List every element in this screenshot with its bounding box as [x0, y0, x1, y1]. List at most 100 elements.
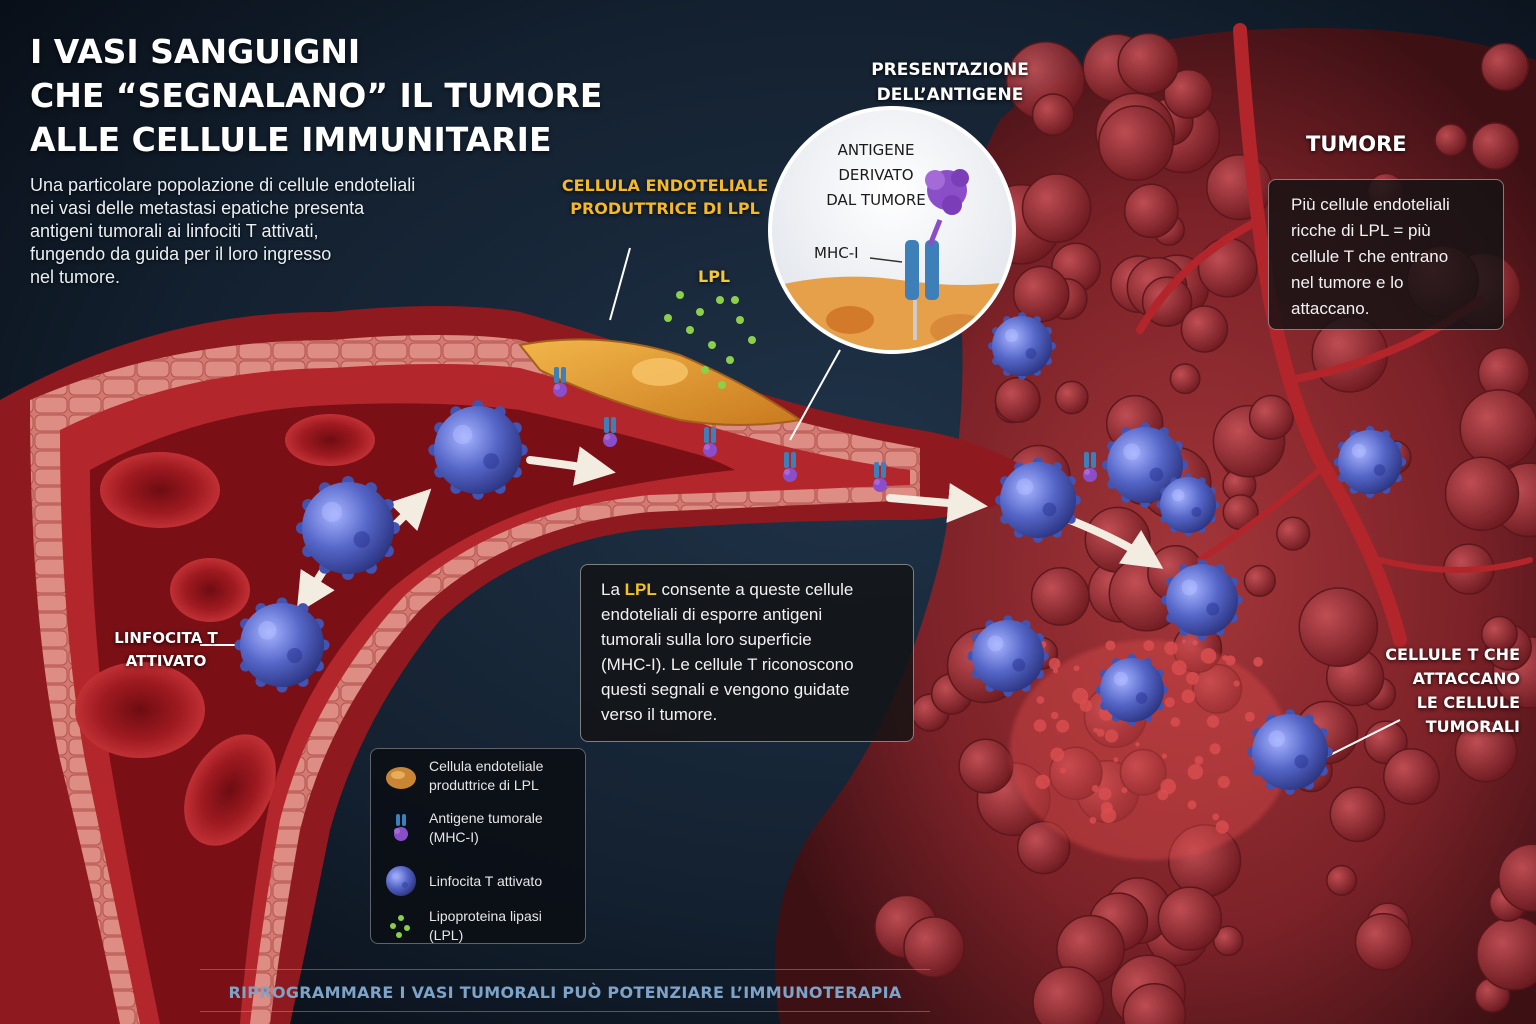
lpl-particle	[676, 291, 684, 299]
box-text: consente a queste cellule	[656, 580, 854, 599]
t-cell	[1102, 422, 1188, 508]
lpl-particle	[748, 336, 756, 344]
tumor-nodule	[1498, 843, 1536, 913]
page-title: I VASI SANGUIGNI CHE “SEGNALANO” IL TUMO…	[30, 30, 630, 162]
arrow-right-2	[886, 483, 988, 523]
lpl-particle	[736, 316, 744, 324]
box-line: (MHC-I). Le cellule T riconoscono	[601, 655, 854, 674]
legend-item: Cellula endoteliale produttrice di LPL	[383, 757, 579, 795]
intro-line: Una particolare popolazione di cellule e…	[30, 175, 416, 195]
endothelial-cell-label: CELLULA ENDOTELIALE PRODUTTRICE DI LPL	[540, 174, 790, 220]
tumor-nodule	[1197, 237, 1258, 298]
label-line: PRODUTTRICE DI LPL	[570, 199, 760, 218]
t-cell	[995, 457, 1081, 543]
footer-divider-bottom	[200, 1011, 930, 1012]
antigen-presentation-label: PRESENTAZIONE DELL’ANTIGENE	[840, 58, 1060, 108]
tumor-nodule	[1276, 516, 1311, 551]
mhc-antigen-marker	[783, 452, 797, 482]
mhc-antigen-marker	[873, 462, 887, 492]
lpl-icon	[390, 915, 410, 938]
lpl-particle	[718, 381, 726, 389]
intro-line: nel tumore.	[30, 267, 121, 287]
mhc-antigen-marker	[553, 367, 567, 397]
legend-item: Lipoproteina lipasi (LPL)	[383, 907, 579, 945]
tumor-debris	[1048, 657, 1061, 670]
tumor-nodule	[1163, 69, 1214, 119]
tumor-nodule	[1444, 456, 1520, 531]
title-line: CHE “SEGNALANO” IL TUMORE	[30, 76, 603, 115]
label-line: CELLULE T CHE	[1385, 645, 1520, 664]
intro-line: fungendo da guida per il loro ingresso	[30, 244, 332, 264]
label-line: DERIVATO	[838, 166, 914, 184]
mhc-antigen-marker	[603, 417, 617, 447]
tumor-nodule	[1459, 389, 1536, 468]
tumor-nodule	[1117, 32, 1180, 95]
box-line: questi segnali e vengono guidate	[601, 680, 850, 699]
tumor-nodule	[958, 738, 1014, 794]
lpl-particle	[726, 356, 734, 364]
tumor-nodule	[1471, 122, 1520, 171]
arrow-right-1	[526, 446, 616, 486]
label-line: DAL TUMORE	[826, 191, 926, 209]
mhc-antigen-marker	[1083, 452, 1097, 482]
box-line: verso il tumore.	[601, 705, 718, 724]
lpl-particle	[716, 296, 724, 304]
legend-label: Linfocita T attivato	[429, 872, 543, 889]
t-cell	[1156, 473, 1220, 537]
label-line: TUMORALI	[1425, 717, 1520, 736]
legend-label: Lipoproteina lipasi (LPL)	[429, 908, 542, 943]
lpl-particle	[731, 296, 739, 304]
tumor-nodule	[1054, 380, 1089, 415]
tumor-nodule	[1157, 886, 1223, 951]
label-line: LINFOCITA T	[114, 629, 218, 647]
label-line: ATTACCANO	[1412, 669, 1520, 688]
tumor-debris	[1181, 639, 1187, 644]
label-line: ATTIVATO	[125, 652, 207, 670]
leader-presentation	[789, 349, 841, 441]
tumor-nodule	[1454, 719, 1518, 783]
t-cell	[428, 400, 528, 500]
legend-item: Antigene tumorale (MHC-I)	[383, 809, 579, 847]
title-line: I VASI SANGUIGNI	[30, 32, 361, 71]
tumor-nodule	[1248, 394, 1294, 440]
lpl-particle	[696, 308, 704, 316]
tumor-nodule	[1329, 786, 1386, 843]
tumor-nodule	[1480, 42, 1529, 91]
box-line: endoteliali di esporre antigeni	[601, 605, 823, 624]
tumor-nodule	[1122, 982, 1187, 1024]
leader-endothelial	[609, 247, 631, 321]
tumor-nodule	[1012, 265, 1070, 323]
legend-label: produttrice di LPL	[429, 777, 539, 793]
tumor-nodule	[1298, 587, 1379, 667]
box-line: cellule T che entrano	[1291, 247, 1449, 266]
tumor-antigen-icon	[394, 814, 408, 841]
blood-vessel	[0, 306, 1030, 1024]
label-line: LE CELLULE	[1416, 693, 1520, 712]
intro-line: nei vasi delle metastasi epatiche presen…	[30, 198, 365, 218]
label-line: PRESENTAZIONE	[871, 60, 1029, 80]
tumor-nodule	[1180, 305, 1229, 353]
box-line: Più cellule endoteliali	[1291, 195, 1450, 214]
tumor-nodule	[1032, 966, 1105, 1024]
tumor-nodule	[1212, 925, 1244, 957]
tumor-nodule	[1434, 123, 1468, 157]
arrow-into-tumor	[1066, 516, 1164, 569]
tumor-info-box: Più cellule endoteliali ricche di LPL = …	[1268, 179, 1504, 330]
t-cell	[1095, 653, 1169, 727]
tumor-nodule	[903, 916, 965, 978]
box-line: ricche di LPL = più	[1291, 221, 1431, 240]
t-cell	[1247, 709, 1333, 795]
tumor-nodule	[1480, 615, 1518, 653]
t-cell-label: LINFOCITA T ATTIVATO	[96, 627, 236, 673]
lpl-label: LPL	[698, 267, 731, 286]
tumor-nodule	[1354, 912, 1413, 971]
legend-label: Antigene tumorale	[429, 810, 543, 826]
mhc-antigen-markers	[553, 367, 1097, 492]
lpl-particle	[686, 326, 694, 334]
t-cell	[234, 597, 330, 693]
t-cell	[967, 615, 1049, 697]
tumor-nodule	[1326, 864, 1358, 896]
legend-label: (MHC-I)	[429, 829, 479, 845]
tumor-nodule	[1243, 564, 1276, 598]
tumor-nodule	[994, 376, 1041, 424]
